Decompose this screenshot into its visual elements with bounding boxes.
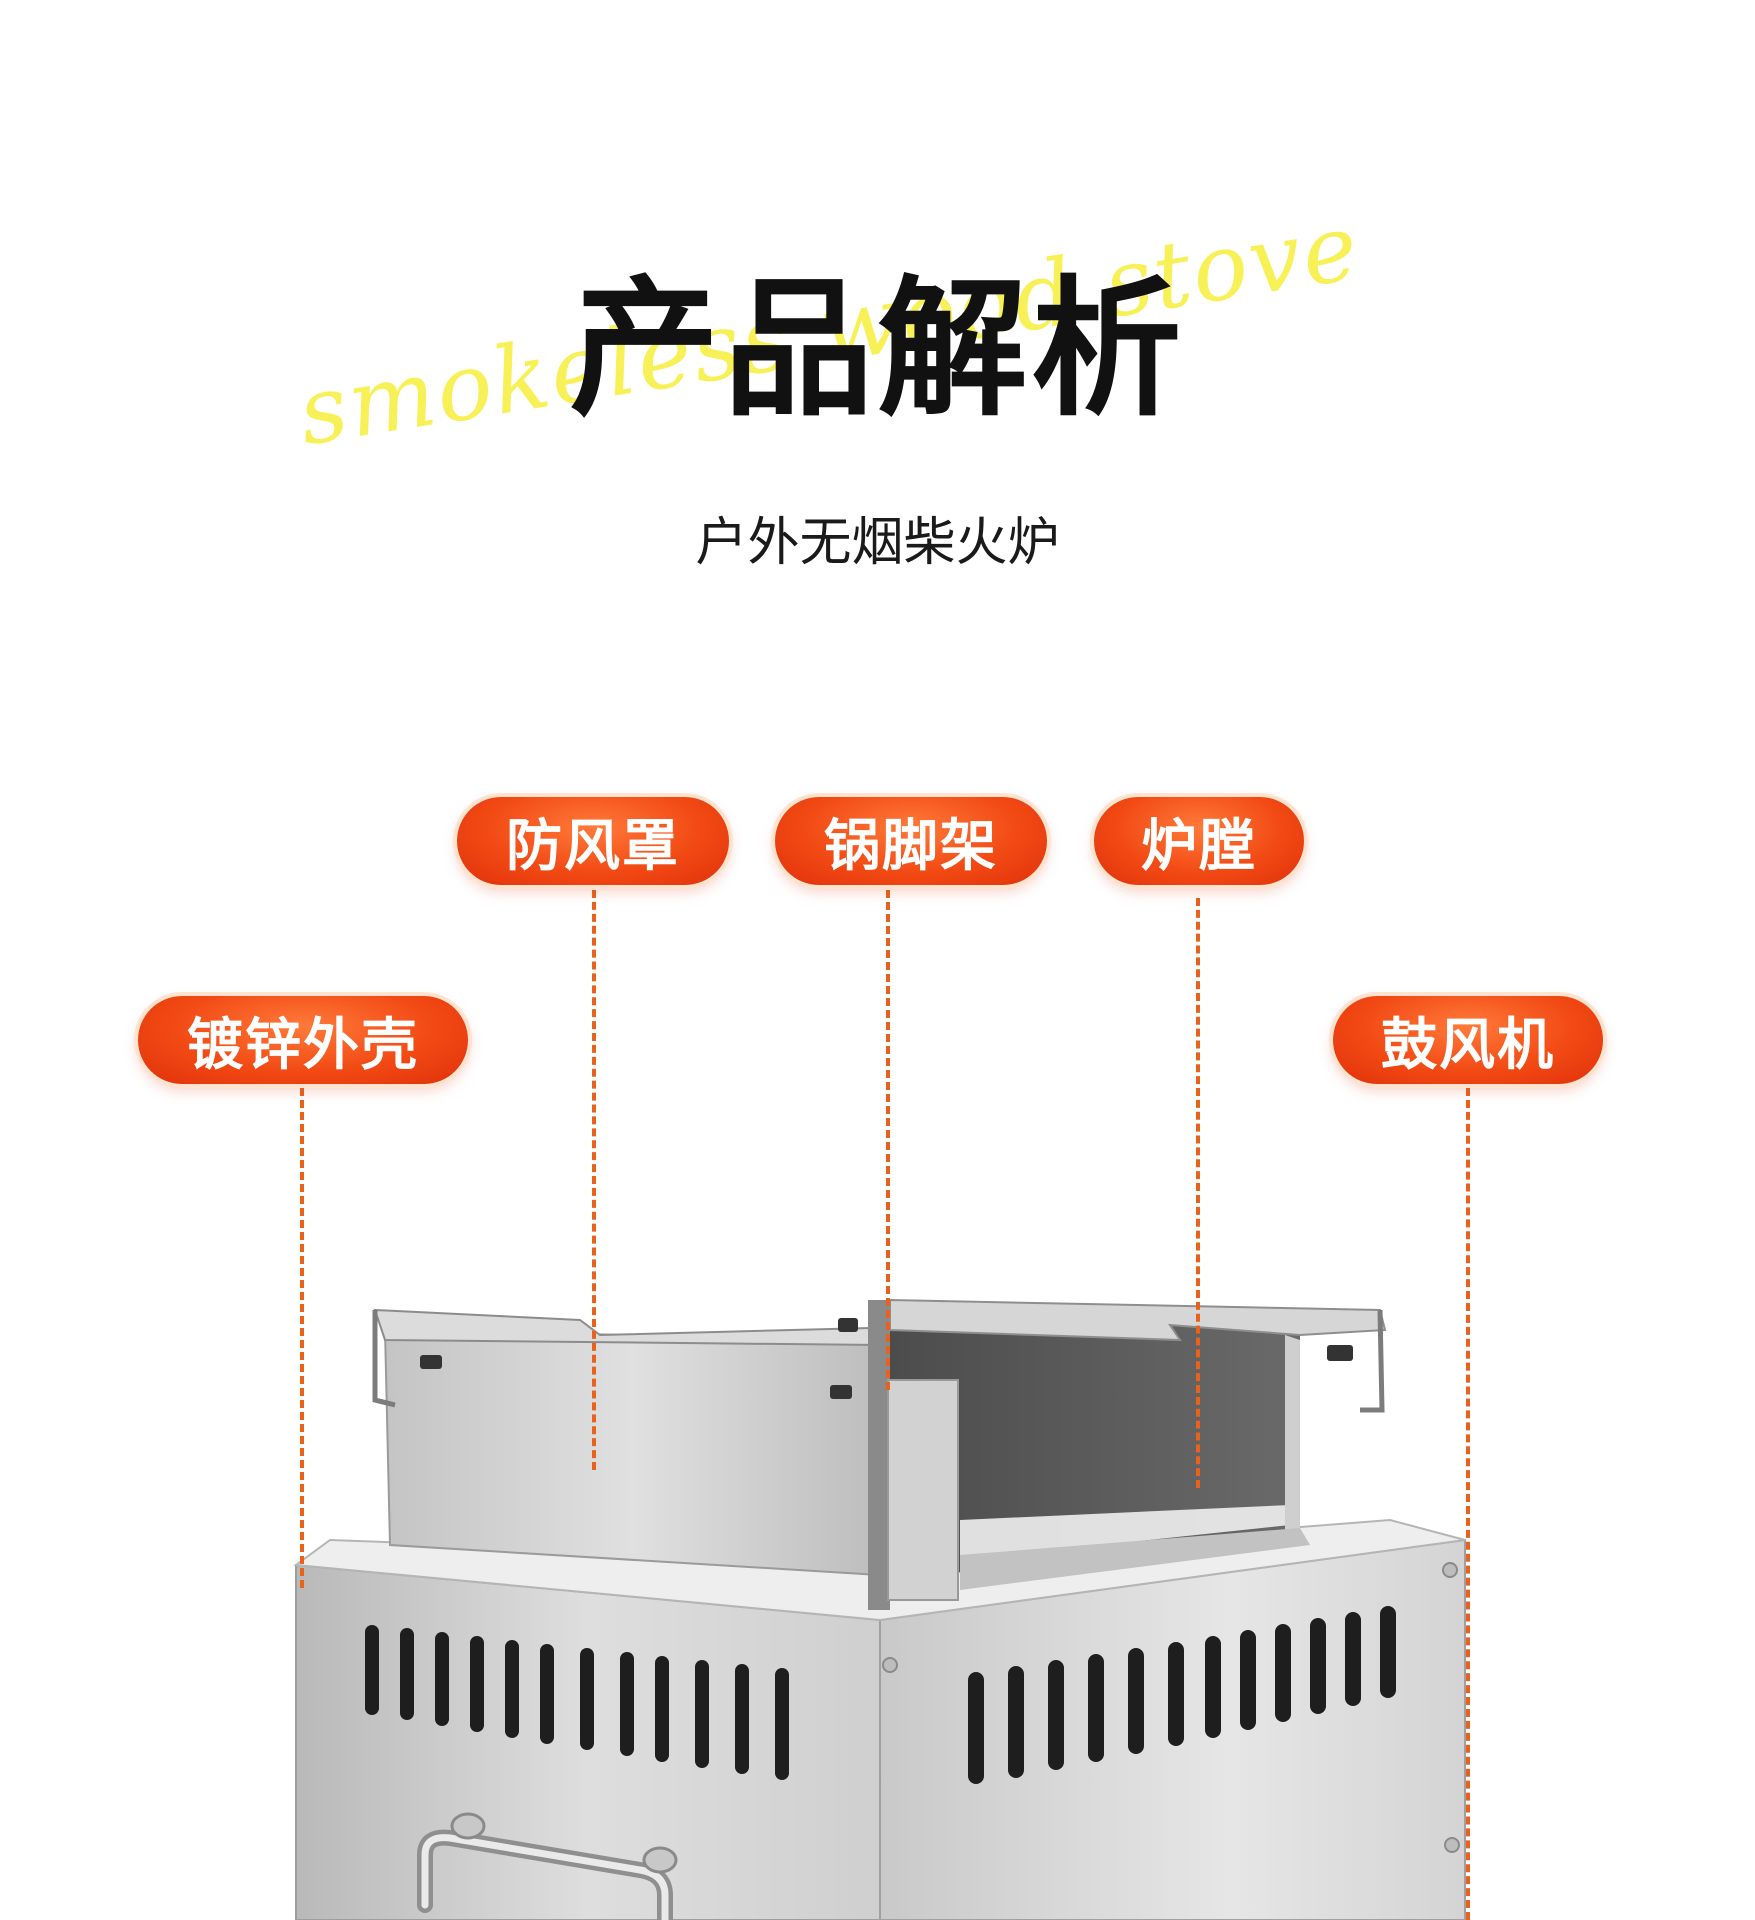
page-subtitle: 户外无烟柴火炉: [695, 513, 1060, 573]
leader-line-pot-stand: [886, 890, 890, 1390]
front-vent-slots: [365, 1625, 789, 1780]
leader-line-windshield: [592, 890, 596, 1470]
label-pot-stand: 锅脚架: [775, 797, 1047, 885]
leader-line-furnace: [1196, 898, 1200, 1488]
leader-line-shell: [300, 1088, 304, 1588]
carry-handle: [417, 1812, 678, 1920]
rivet: [1444, 1837, 1460, 1853]
rivet: [1442, 1562, 1458, 1578]
page-title: 产品解析: [569, 263, 1186, 437]
label-furnace-chamber: 炉膛: [1094, 797, 1304, 885]
leader-line-blower: [1466, 1088, 1470, 1920]
label-windshield: 防风罩: [457, 797, 729, 885]
windshield: [372, 1298, 1387, 1610]
side-vent-slots: [968, 1606, 1396, 1784]
rivet: [882, 1657, 898, 1673]
label-galvanized-shell: 镀锌外壳: [138, 996, 468, 1084]
label-blower: 鼓风机: [1333, 996, 1603, 1084]
